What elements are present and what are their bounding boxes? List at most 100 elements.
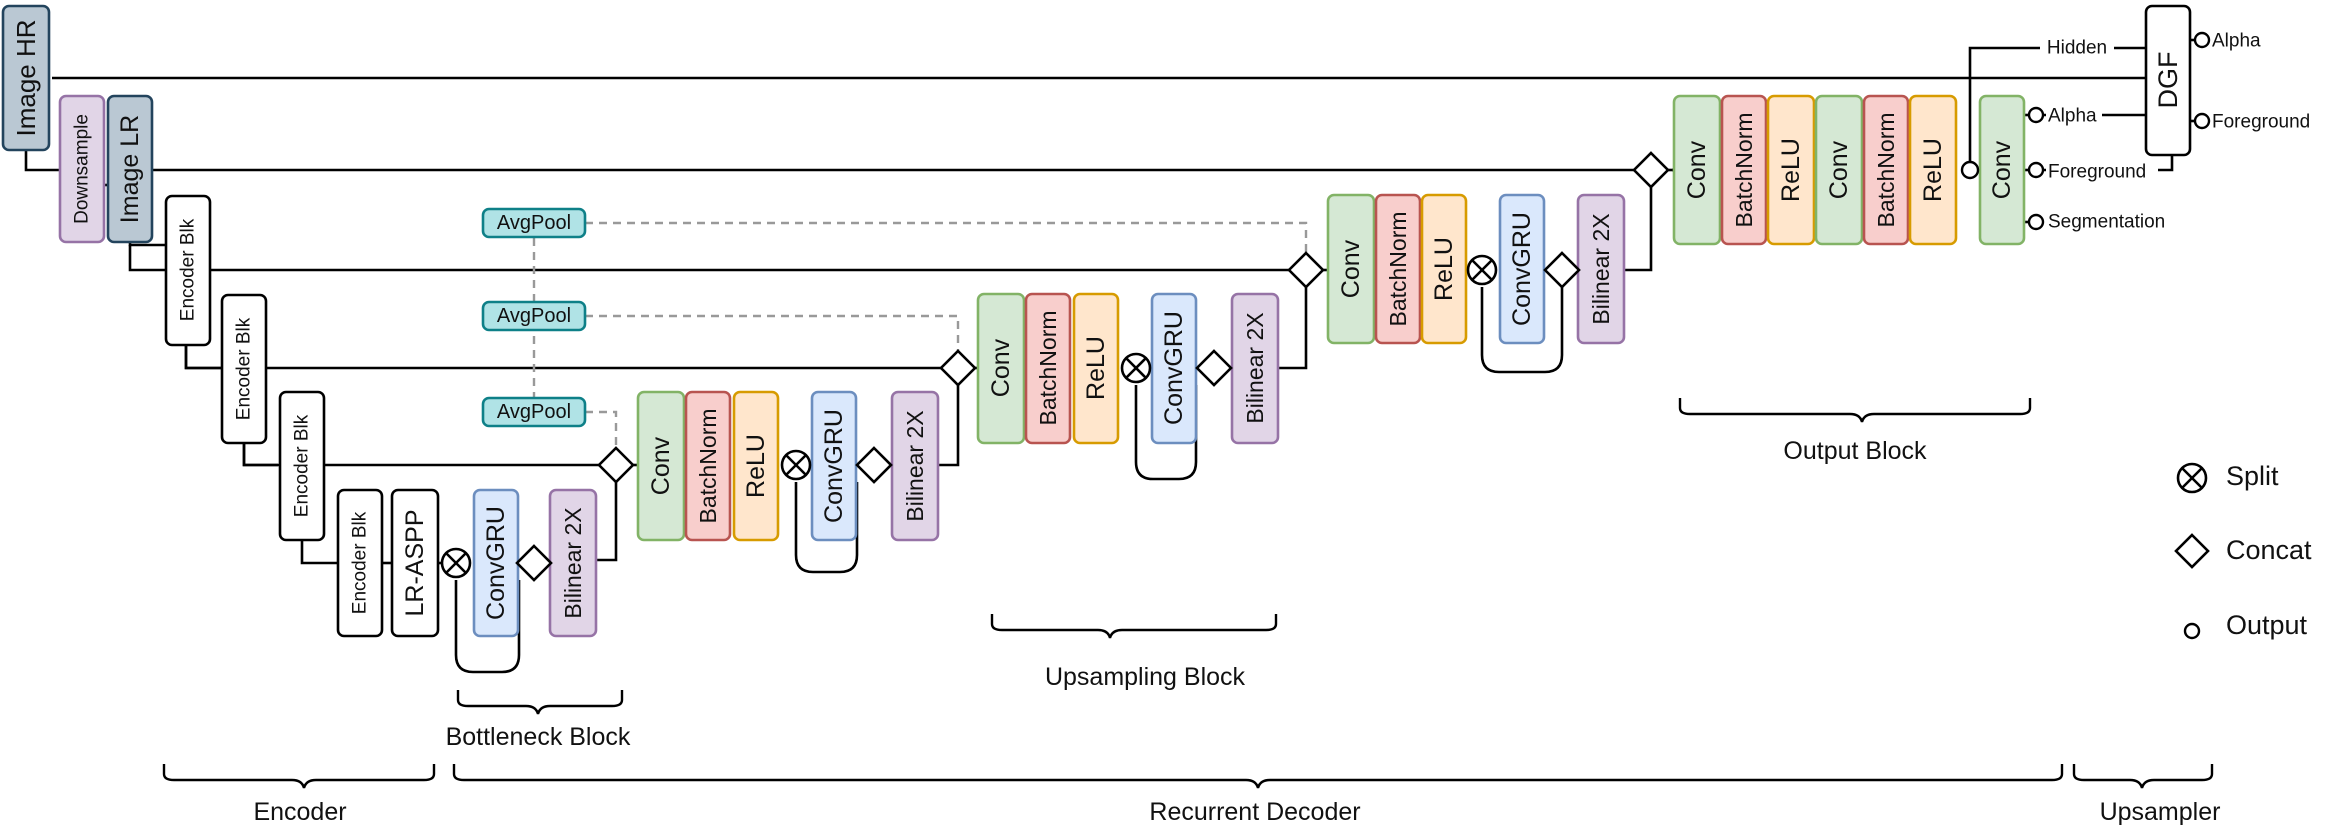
label-foreground-final: Foreground (2212, 112, 2310, 133)
up3-relu: ReLU (1420, 193, 1468, 345)
label-bottleneck-block: Bottleneck Block (446, 723, 631, 751)
avgpool-2: AvgPool (481, 300, 587, 332)
concat-4 (1632, 151, 1670, 189)
up1-batchnorm: BatchNorm (684, 390, 732, 542)
input-image-lr: Image LR (106, 94, 154, 244)
input-downsample: Downsample (58, 94, 106, 244)
encoder-blk-1: Encoder Blk (164, 194, 212, 347)
label-up3-conv: Conv (1337, 239, 1365, 298)
split-up3 (1466, 254, 1498, 286)
concat-up1 (855, 446, 893, 484)
brace-bottleneck-block (456, 690, 624, 715)
split-up2 (1120, 352, 1152, 384)
up1-relu: ReLU (732, 390, 780, 542)
up3-bilinear: Bilinear 2X (1576, 193, 1626, 345)
legend: Split Concat Output (2174, 461, 2312, 640)
encoder-blk-4: Encoder Blk (336, 488, 384, 638)
label-out-conv-1: Conv (1683, 140, 1711, 199)
encoder-blk-3: Encoder Blk (278, 390, 326, 542)
dash-avgpool1 (585, 221, 1308, 255)
label-bottleneck-convgru: ConvGRU (482, 506, 510, 620)
label-encoder-blk-3: Encoder Blk (292, 414, 313, 517)
label-up2-conv: Conv (987, 338, 1015, 397)
concat-1 (597, 446, 635, 484)
up2-conv: Conv (976, 292, 1026, 445)
out-relu-2: ReLU (1908, 94, 1958, 246)
wire-up3-concat4 (1624, 187, 1653, 272)
bottleneck-bilinear: Bilinear 2X (548, 488, 598, 638)
label-up1-relu: ReLU (742, 434, 770, 498)
label-up2-bilinear: Bilinear 2X (1242, 312, 1268, 423)
legend-concat-label: Concat (2226, 535, 2312, 565)
label-out-batchnorm-2: BatchNorm (1873, 112, 1899, 227)
label-recurrent-decoder: Recurrent Decoder (1149, 798, 1360, 826)
label-image-hr: Image HR (11, 19, 41, 136)
out-relu-1: ReLU (1766, 94, 1816, 246)
output-points-dgf (2193, 31, 2211, 130)
dash-avgpool2 (585, 314, 960, 355)
up3-convgru: ConvGRU (1498, 193, 1546, 345)
label-up1-convgru: ConvGRU (820, 409, 848, 523)
brace-output-block (1678, 398, 2032, 423)
label-output-block: Output Block (1783, 437, 1927, 465)
wire-up3-loop (1480, 287, 1564, 374)
encoder-blk-2: Encoder Blk (220, 293, 268, 445)
up1-conv: Conv (636, 390, 686, 542)
wire-enc1-enc2 (184, 345, 222, 370)
brace-recurrent-decoder (452, 764, 2064, 789)
split-up1 (780, 449, 812, 481)
output-labels: Hidden Alpha Foreground Alpha Foreground… (2040, 31, 2310, 233)
concat-up3 (1543, 251, 1581, 289)
label-upsampler: Upsampler (2100, 798, 2221, 826)
wire-enc1-skip (128, 245, 1306, 272)
input-image-hr: Image HR (1, 4, 51, 152)
label-image-lr: Image LR (116, 115, 144, 223)
label-segmentation: Segmentation (2048, 212, 2165, 233)
up2-batchnorm: BatchNorm (1024, 292, 1072, 445)
up2-bilinear: Bilinear 2X (1230, 292, 1280, 445)
label-up3-bilinear: Bilinear 2X (1588, 213, 1614, 324)
label-avgpool-2: AvgPool (497, 305, 571, 327)
output-hidden-point (1960, 160, 1980, 180)
label-upsampling-block: Upsampling Block (1045, 663, 1246, 691)
label-avgpool-3: AvgPool (497, 401, 571, 423)
legend-output-label: Output (2226, 610, 2308, 640)
label-up2-convgru: ConvGRU (1160, 311, 1188, 425)
wire-enc3-enc4 (300, 540, 338, 565)
label-out-batchnorm-1: BatchNorm (1731, 112, 1757, 227)
label-encoder: Encoder (253, 798, 346, 826)
label-lr-aspp: LR-ASPP (401, 510, 429, 617)
label-foreground: Foreground (2048, 162, 2146, 183)
wire-up1-concat2 (938, 385, 960, 467)
dash-avgpool3 (585, 410, 618, 450)
label-out-conv-3: Conv (1988, 140, 2016, 199)
avgpool-1: AvgPool (481, 207, 587, 239)
wire-enc3-skip (242, 443, 604, 467)
out-conv-1: Conv (1672, 94, 1722, 246)
up2-convgru: ConvGRU (1150, 292, 1198, 445)
wire-up2-concat3 (1278, 287, 1308, 370)
brace-encoder (162, 764, 436, 789)
lr-aspp: LR-ASPP (390, 488, 440, 638)
output-points-conv3 (2027, 106, 2045, 231)
split-bottleneck (440, 547, 472, 579)
up1-bilinear: Bilinear 2X (890, 390, 940, 542)
label-up1-bilinear: Bilinear 2X (902, 410, 928, 521)
wire-up2-loop (1134, 385, 1198, 481)
label-up2-relu: ReLU (1082, 336, 1110, 400)
label-downsample: Downsample (72, 114, 93, 224)
concat-3 (1287, 251, 1325, 289)
label-out-relu-1: ReLU (1777, 138, 1805, 202)
brace-upsampler (2072, 764, 2214, 789)
label-up1-conv: Conv (647, 436, 675, 495)
label-avgpool-1: AvgPool (497, 212, 571, 234)
label-up3-relu: ReLU (1430, 237, 1458, 301)
label-up3-batchnorm: BatchNorm (1385, 211, 1411, 326)
up3-batchnorm: BatchNorm (1374, 193, 1422, 345)
legend-split-icon (2176, 462, 2208, 494)
avgpool-links (532, 210, 1308, 450)
up2-relu: ReLU (1072, 292, 1120, 445)
label-encoder-blk-1: Encoder Blk (178, 218, 199, 321)
out-conv-3: Conv (1978, 94, 2026, 246)
